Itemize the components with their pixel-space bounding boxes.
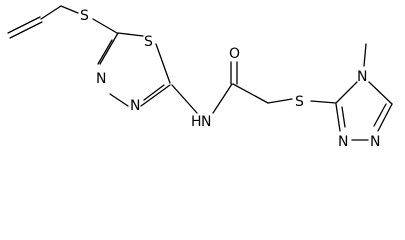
atom-n-triazole-2: N	[338, 134, 348, 150]
atom-n-amide: N	[201, 114, 211, 130]
bond-s-allyl-c5	[92, 18, 118, 34]
bond-s-ring-c2	[155, 43, 171, 84]
bond-c2-nh	[171, 84, 198, 114]
bond-nh-carbonyl	[212, 83, 233, 114]
atom-n-triazole-1: N	[370, 134, 380, 150]
atom-s-allyl: S	[80, 8, 89, 24]
bond-n4-n3	[109, 93, 129, 107]
bond-n3-c2	[140, 84, 171, 107]
bond-vinyl-ch2	[40, 5, 62, 20]
atom-n-thiadiazole-2: N	[130, 98, 140, 114]
bond-c5-n4	[99, 32, 119, 65]
bond-n4-methyl	[363, 43, 367, 67]
bond-ch2-s-linker	[267, 98, 293, 104]
atom-labels: S S N N N H O S N N N	[80, 8, 380, 150]
atom-n-thiadiazole-1: N	[96, 71, 106, 87]
bond-c3-n4	[335, 81, 358, 104]
structure-canvas: S S N N N H O S N N N	[7, 5, 393, 150]
bond-ch2-s-allyl	[60, 5, 79, 14]
atom-h-amide: H	[191, 114, 202, 130]
bond-c5-n4-double	[97, 39, 113, 65]
chemical-structure-diagram: S S N N N H O S N N N	[7, 5, 393, 150]
bond-n4-c5	[368, 81, 393, 105]
bond-c5-s-ring	[117, 32, 144, 37]
bond-vinyl-double-b	[9, 21, 43, 39]
bond-n2-c3-double	[341, 106, 346, 128]
bond-n3-c2-double	[143, 84, 165, 101]
atom-s-thiadiazole: S	[144, 34, 153, 50]
bond-n2-c3	[335, 103, 341, 132]
bond-vinyl-double-a	[7, 16, 41, 34]
bond-c5-n1-double	[373, 103, 387, 127]
bond-carbonyl-ch2	[232, 83, 269, 104]
atom-o-carbonyl: O	[229, 46, 240, 62]
bonds	[7, 5, 393, 141]
bond-c5-n1	[377, 103, 393, 132]
bond-s-linker-c3	[310, 100, 337, 104]
atom-s-linker: S	[295, 94, 304, 110]
atom-n-triazole-methyl: N	[357, 69, 367, 85]
